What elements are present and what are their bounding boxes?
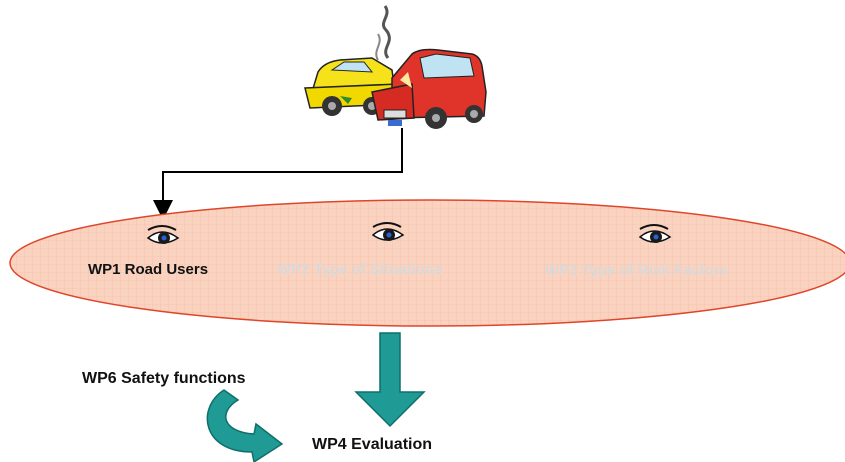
- yellow-car-icon: [304, 57, 399, 116]
- wp2-label: WP2 Type of Situations: [277, 261, 443, 278]
- smoke-icon: [381, 5, 391, 59]
- wp6-label: WP6 Safety functions: [82, 370, 246, 387]
- eye-icon: [638, 224, 672, 243]
- wp3-label: WP3 Type of Risk Factors: [545, 262, 729, 279]
- work-package-ellipse: [9, 199, 845, 327]
- curved-arrow-icon: [206, 389, 284, 462]
- car-crash-icon: [304, 5, 487, 129]
- eye-icon: [371, 222, 405, 241]
- wp1-label: WP1 Road Users: [88, 261, 209, 278]
- down-arrow-icon: [354, 332, 426, 428]
- connector-arrow: [153, 128, 403, 220]
- eye-icon: [146, 225, 180, 244]
- wp4-label: WP4 Evaluation: [312, 436, 433, 453]
- red-car-icon: [371, 48, 487, 129]
